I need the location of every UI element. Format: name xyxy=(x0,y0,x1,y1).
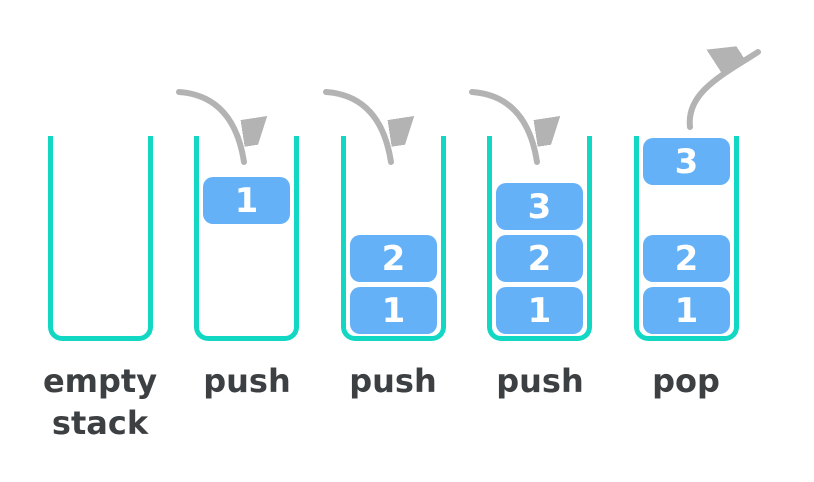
pop-arrow-icon xyxy=(686,44,761,130)
push-arrow-icon xyxy=(469,89,559,165)
stack-container-pop: 3 2 1 xyxy=(634,136,739,341)
stack-label-push: push xyxy=(349,362,437,400)
stack-block: 1 xyxy=(496,287,583,334)
push-arrow-icon xyxy=(323,89,413,165)
stack-block: 1 xyxy=(350,287,437,334)
stack-label-push: push xyxy=(496,362,584,400)
stack-block: 2 xyxy=(643,235,730,282)
stack-label-push: push xyxy=(203,362,291,400)
stack-container-push-2: 2 1 xyxy=(341,136,446,341)
stack-label-pop: pop xyxy=(652,362,720,400)
stack-container-empty xyxy=(48,136,153,341)
push-arrow-icon xyxy=(176,89,266,165)
stack-block: 3 xyxy=(496,183,583,230)
stack-label-empty: empty stack xyxy=(42,362,158,442)
stack-block-popped: 3 xyxy=(643,138,730,185)
stack-block: 1 xyxy=(643,287,730,334)
stack-block: 2 xyxy=(496,235,583,282)
stack-block: 2 xyxy=(350,235,437,282)
stack-block: 1 xyxy=(203,177,290,224)
stack-container-push-1: 1 xyxy=(194,136,299,341)
stack-container-push-3: 3 2 1 xyxy=(487,136,592,341)
